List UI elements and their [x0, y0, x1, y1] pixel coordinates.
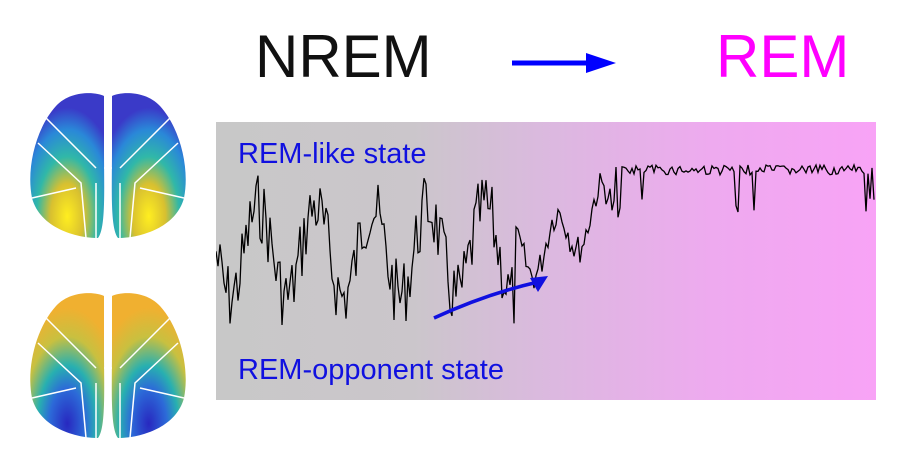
- activity-trace-panel: REM-like state REM-opponent state: [216, 122, 876, 400]
- brain-map-rem-opponent: [30, 293, 186, 439]
- rem-like-state-label: REM-like state: [238, 138, 427, 170]
- activity-trace: [216, 163, 875, 326]
- curved-arrow-head: [530, 276, 548, 292]
- trace-line: [216, 163, 875, 326]
- curved-arrow-icon: [433, 280, 539, 320]
- nrem-label: NREM: [255, 23, 432, 90]
- right-arrow-icon: [512, 53, 616, 73]
- rem-opponent-state-label: REM-opponent state: [238, 354, 504, 386]
- brain-map-rem-like: [30, 93, 186, 239]
- rem-label: REM: [716, 23, 850, 90]
